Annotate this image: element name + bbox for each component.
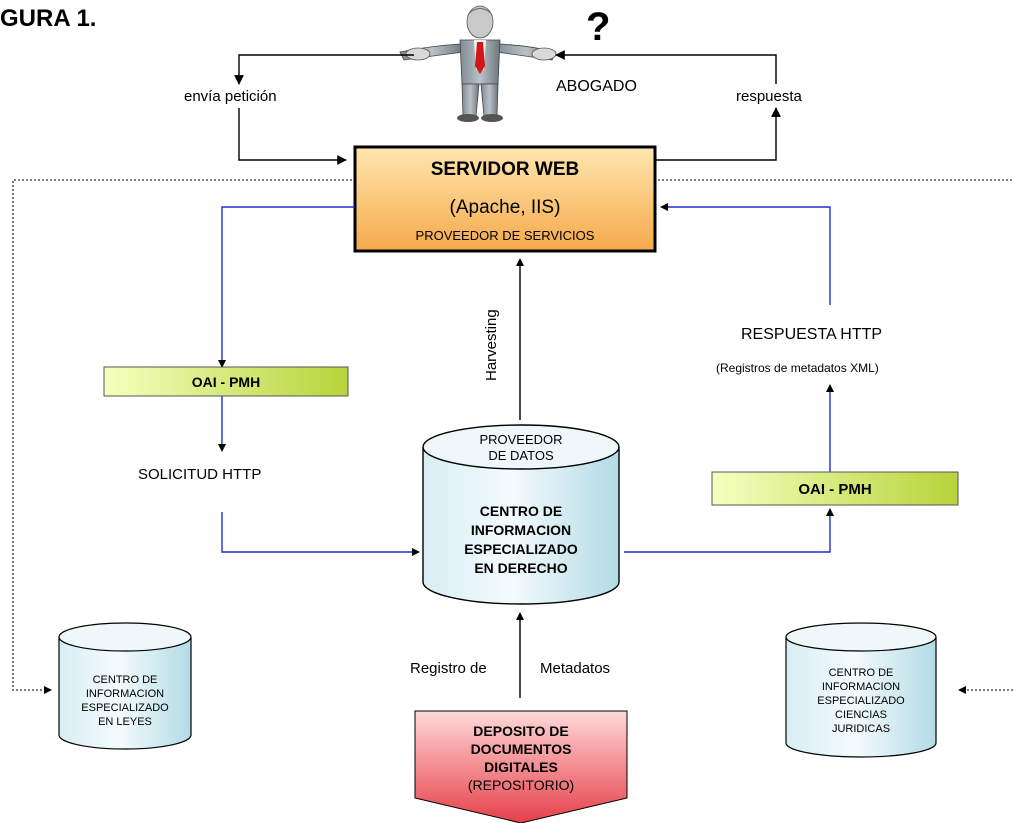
data-provider-line-1: CENTRO DE (480, 503, 562, 519)
harvesting-label: Harvesting (483, 309, 500, 381)
repository-sub: (REPOSITORIO) (468, 777, 574, 793)
oai-left-label: OAI - PMH (192, 374, 260, 390)
data-provider-line-2: INFORMACION (471, 522, 571, 538)
data-provider-cylinder: PROVEEDOR DE DATOS CENTRO DE INFORMACION… (422, 424, 620, 605)
response-arrow-top (555, 50, 777, 84)
data-provider-line-3: ESPECIALIZADO (464, 541, 578, 557)
federation-dotted-lines (12, 179, 1013, 691)
data-provider-cap-line-1: PROVEEDOR (479, 432, 562, 447)
http-response-arrowhead (826, 384, 834, 392)
laws-center-line-1: CENTRO DE (93, 674, 158, 686)
http-response-label: RESPUESTA HTTP (741, 326, 882, 343)
figure-label: GURA 1. (0, 5, 96, 32)
dotted-line-left (12, 179, 352, 691)
oai-right-label: OAI - PMH (798, 481, 871, 498)
blue-line-right-to-server (664, 206, 831, 305)
dotted-arrowhead-right (958, 686, 966, 694)
data-provider-cap-line-2: DE DATOS (488, 448, 554, 463)
oai-pmh-left-box: OAI - PMH (103, 366, 349, 397)
server-role: PROVEEDOR DE SERVICIOS (416, 228, 595, 243)
question-mark: ? (586, 5, 610, 49)
blue-line-server-to-oai-left (221, 206, 355, 364)
server-title: SERVIDOR WEB (431, 159, 580, 180)
oai-pmh-right-box: OAI - PMH (711, 471, 959, 506)
dotted-arrowhead-left (44, 686, 52, 694)
legal-center-line-4: CIENCIAS (835, 709, 887, 721)
legal-center-line-1: CENTRO DE (829, 667, 894, 679)
repository-line-1: DEPOSITO DE (473, 723, 568, 739)
harvesting-arrowhead (516, 258, 524, 266)
server-subtitle: (Apache, IIS) (450, 197, 561, 218)
request-response-flow (234, 50, 781, 165)
oai-blue-flow (221, 206, 831, 553)
laws-center-line-3: ESPECIALIZADO (81, 702, 169, 714)
laws-center-line-2: INFORMACION (86, 688, 164, 700)
lawyer-figure (399, 5, 557, 122)
http-response-detail: (Registros de metadatos XML) (716, 361, 879, 375)
blue-line-to-data-provider (221, 512, 416, 553)
legal-center-line-5: JURIDICAS (832, 723, 890, 735)
user-label: ABOGADO (556, 78, 637, 95)
response-arrow-bottom (656, 107, 781, 161)
blue-line-data-to-oai-right (624, 512, 831, 553)
metadata-arrowhead (516, 612, 524, 620)
response-label: respuesta (736, 88, 803, 105)
web-server-box: SERVIDOR WEB (Apache, IIS) PROVEEDOR DE … (353, 145, 657, 253)
laws-center-line-4: EN LEYES (98, 716, 152, 728)
request-label: envía petición (184, 88, 277, 105)
metadatos-label: Metadatos (540, 660, 610, 677)
request-arrow-bottom (238, 108, 347, 165)
registro-label: Registro de (410, 660, 487, 677)
request-arrow-top (234, 54, 414, 85)
blue-arrowheads (218, 203, 834, 556)
repository-line-3: DIGITALES (484, 759, 558, 775)
data-provider-line-4: EN DERECHO (474, 560, 567, 576)
legal-sciences-center-cylinder: CENTRO DE INFORMACION ESPECIALIZADO CIEN… (785, 622, 937, 758)
repository-line-2: DOCUMENTOS (471, 741, 572, 757)
legal-center-line-2: INFORMACION (822, 681, 900, 693)
legal-center-line-3: ESPECIALIZADO (817, 695, 905, 707)
laws-center-cylinder: CENTRO DE INFORMACION ESPECIALIZADO EN L… (58, 622, 192, 750)
repository-box: DEPOSITO DE DOCUMENTOS DIGITALES (REPOSI… (414, 710, 628, 823)
http-request-label: SOLICITUD HTTP (138, 466, 261, 483)
